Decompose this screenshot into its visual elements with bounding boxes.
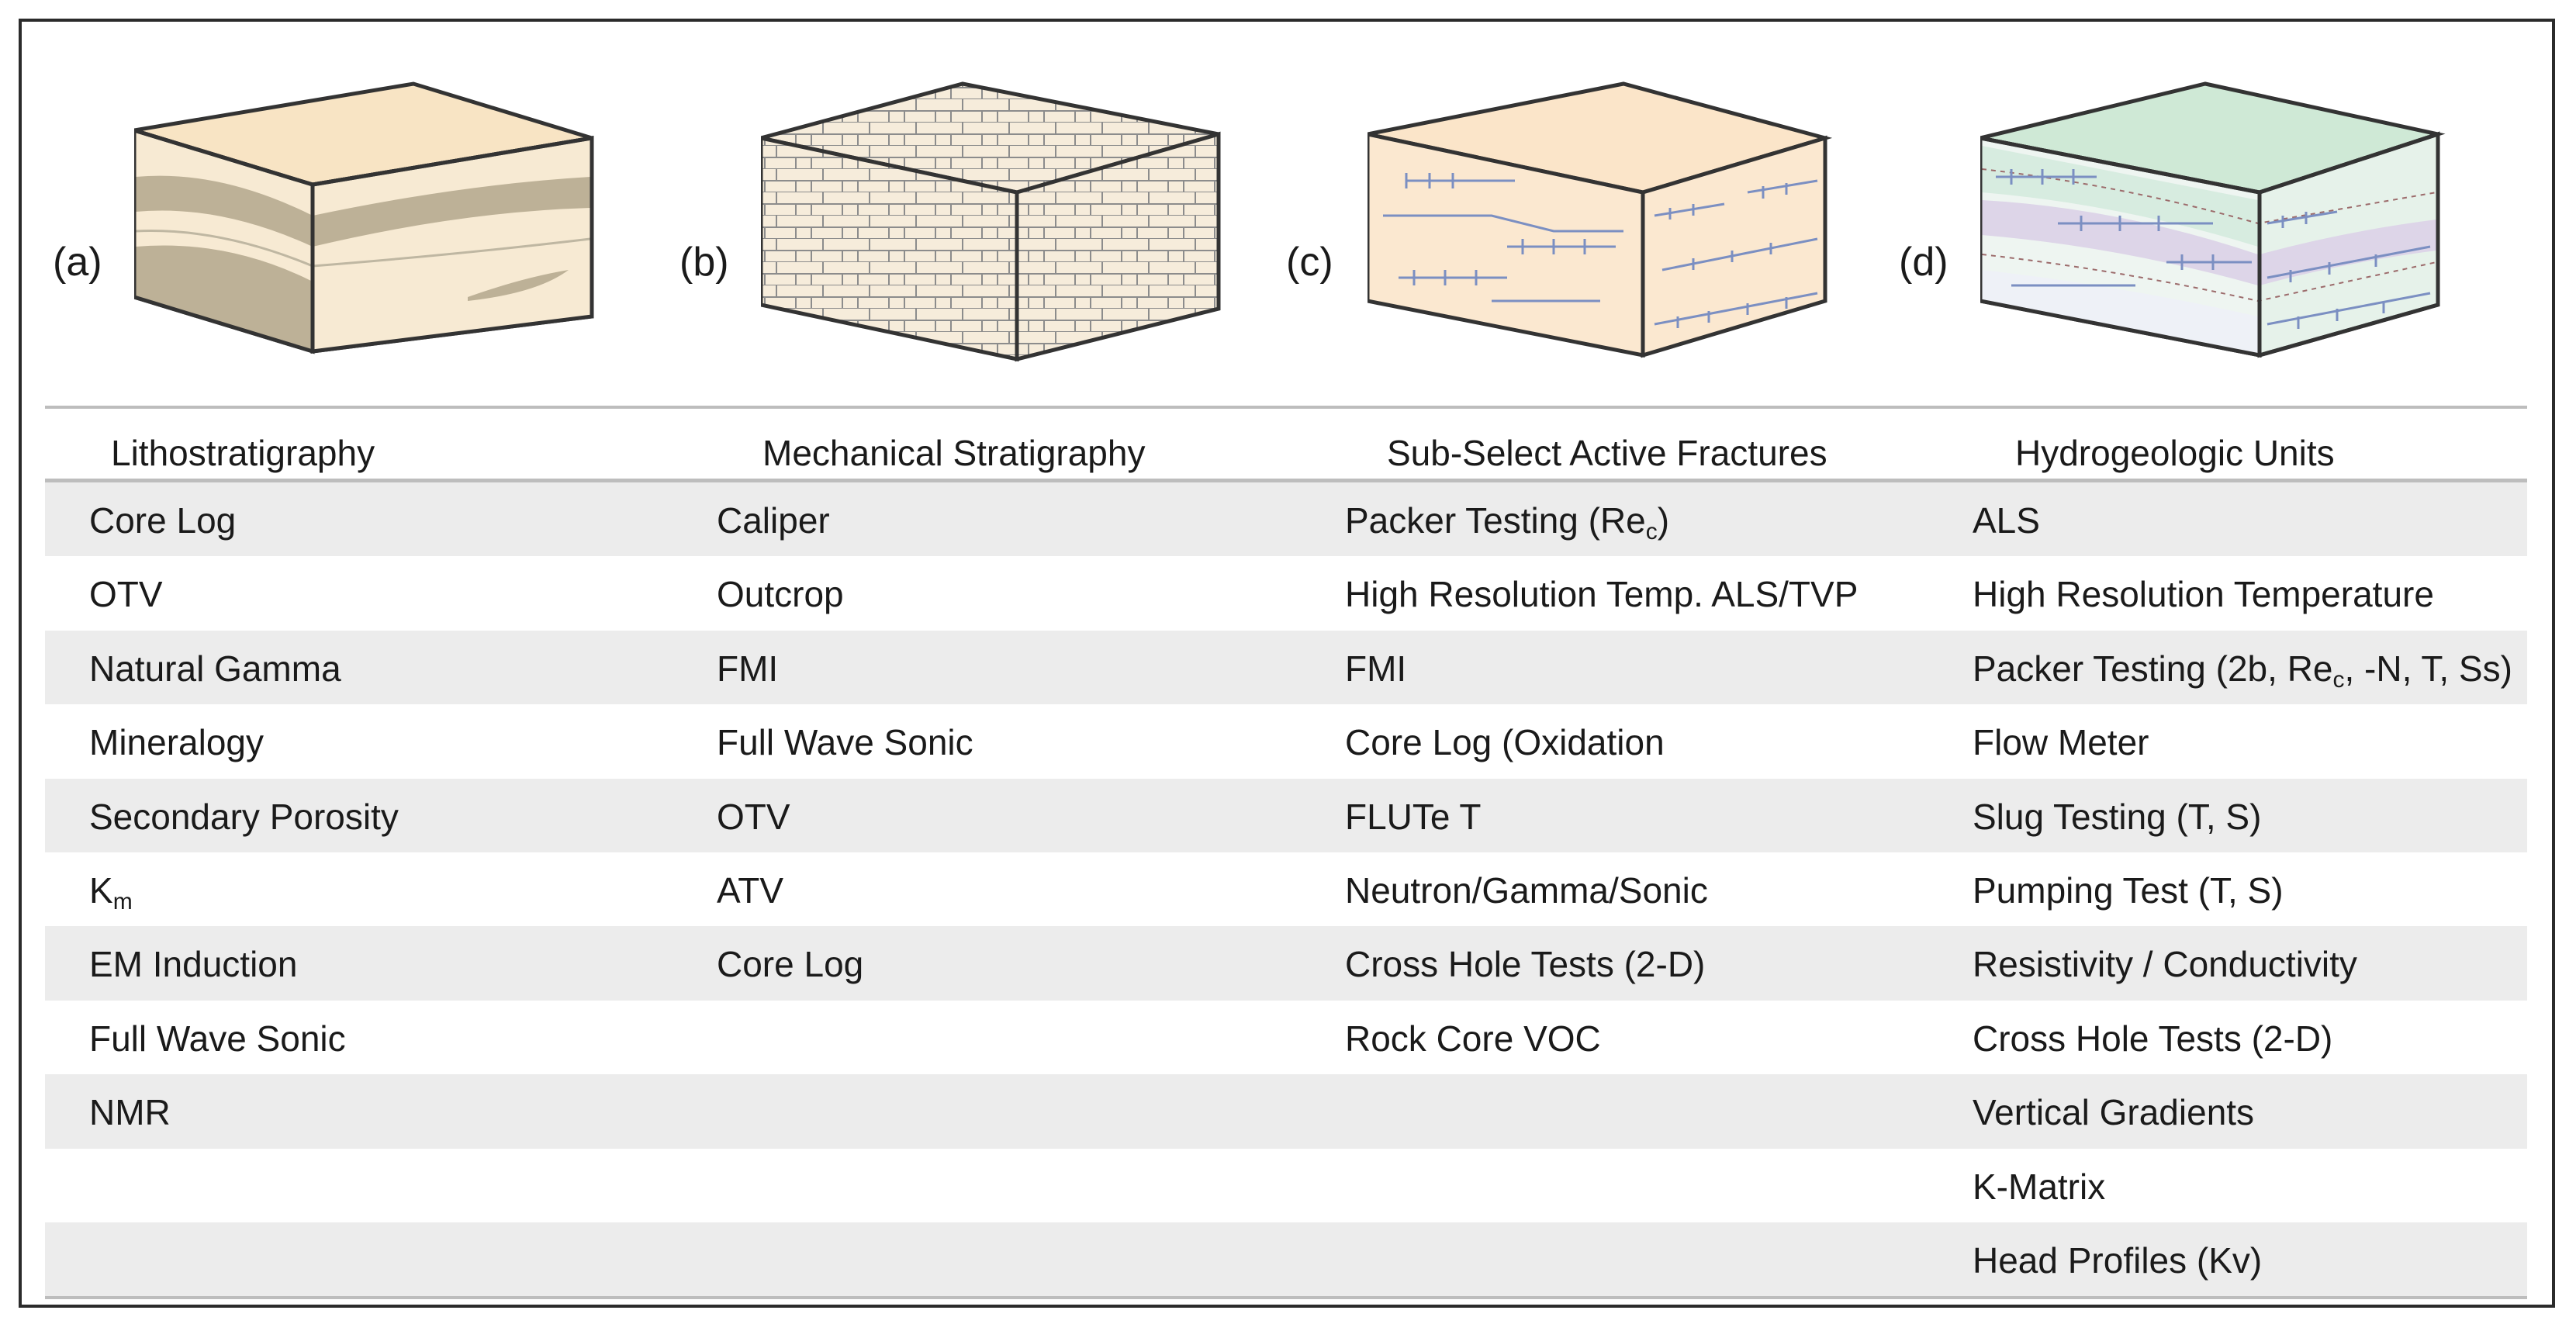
table-cell: Packer Testing (Rec) [1345,500,1670,544]
table-cell: Caliper [717,500,830,541]
table-cell: FMI [1345,648,1407,689]
table-cell: EM Induction [89,944,298,985]
table-cell: Natural Gamma [89,648,341,689]
table-cell: Mineralogy [89,722,264,763]
table-row: EM Induction Core Log Cross Hole Tests (2-… [45,926,2527,1001]
table-cell: Core Log [89,500,237,541]
table-cell: K-Matrix [1973,1166,2106,1207]
table-cell: Slug Testing (T, S) [1973,796,2262,837]
table-row: OTV Outcrop High Resolution Temp. ALS/TVP H… [45,556,2527,630]
table-bottom-rule [45,1296,2527,1300]
table-row: Full Wave Sonic Rock Core VOC Cross Hole T… [45,1001,2527,1074]
table-cell: Resistivity / Conductivity [1973,944,2357,985]
table-cell: OTV [717,796,790,837]
table-header-rule [45,479,2527,482]
panel-d-label: (d) [1899,240,1948,285]
table-cell: High Resolution Temperature [1973,574,2434,615]
table-row: K-Matrix [45,1149,2527,1222]
block-b-illustration [761,81,1221,362]
table-cell: Outcrop [717,574,844,615]
block-c-illustration [1368,81,1833,358]
panel-a: (a) [45,53,634,394]
header-active-fractures: Sub-Select Active Fractures [1387,433,1827,473]
table-cell: Core Log (Oxidation [1345,722,1665,763]
table-cell: Head Profiles (Kv) [1973,1239,2263,1281]
panel-d: (d) [1891,53,2481,394]
table-body: Core Log Caliper Packer Testing (Rec) ALS OT… [45,482,2527,1297]
panel-c: (c) [1278,53,1868,394]
header-mechanical-stratigraphy: Mechanical Stratigraphy [762,433,1146,473]
table-row: NMR Vertical Gradients [45,1074,2527,1149]
table-cell: Km [89,869,133,914]
header-lithostratigraphy: Lithostratigraphy [111,433,375,473]
table-cell: Cross Hole Tests (2-D) [1345,944,1706,985]
table-row: Core Log Caliper Packer Testing (Rec) ALS [45,482,2527,557]
panel-a-label: (a) [53,240,102,285]
table-cell: Core Log [717,944,864,985]
table-row: Natural Gamma FMI FMI Packer Testing (2b, R… [45,630,2527,705]
table-cell: ALS [1973,500,2040,541]
block-a-illustration [134,81,594,354]
table-cell: OTV [89,574,163,615]
table-cell: Full Wave Sonic [89,1018,346,1059]
table-cell: Flow Meter [1973,722,2149,763]
table-header: Lithostratigraphy Mechanical Stratigraph… [45,412,2527,480]
panel-b: (b) [672,53,1261,394]
table-row: Mineralogy Full Wave Sonic Core Log (Oxida… [45,704,2527,778]
table-row: Km ATV Neutron/Gamma/Sonic Pumping Test (T,… [45,852,2527,926]
table-cell: Packer Testing (2b, Rec, -N, T, Ss) [1973,648,2512,693]
table-cell: High Resolution Temp. ALS/TVP [1345,574,1859,615]
table-cell: NMR [89,1092,171,1133]
table-row: Head Profiles (Kv) [45,1222,2527,1297]
table-cell: Neutron/Gamma/Sonic [1345,869,1708,911]
figure-frame: (a) (b) [19,19,2555,1308]
table-top-rule [45,406,2527,409]
block-d-illustration [1980,81,2446,358]
panel-b-label: (b) [679,240,729,285]
table-cell: FMI [717,648,779,689]
table-cell: Cross Hole Tests (2-D) [1973,1018,2333,1059]
table-cell: FLUTe T [1345,796,1482,837]
panel-c-label: (c) [1286,240,1333,285]
table-cell: Rock Core VOC [1345,1018,1601,1059]
table-cell: ATV [717,869,784,911]
table-row: Secondary Porosity OTV FLUTe T Slug Testing… [45,778,2527,852]
table-cell: Pumping Test (T, S) [1973,869,2284,911]
table-cell: Full Wave Sonic [717,722,973,763]
header-hydrogeologic-units: Hydrogeologic Units [2015,433,2335,473]
table-cell: Vertical Gradients [1973,1092,2255,1133]
table-cell: Secondary Porosity [89,796,399,837]
